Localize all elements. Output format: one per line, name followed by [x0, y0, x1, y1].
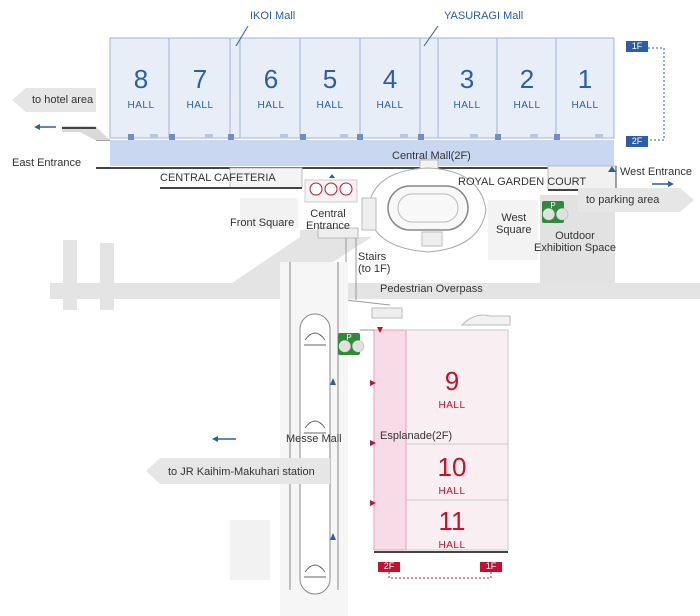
floor-tag-2f: 2F: [631, 136, 643, 146]
central-mall-label: Central Mall(2F): [392, 150, 471, 162]
central-cafeteria-label: CENTRAL CAFETERIA: [160, 172, 276, 184]
hall-2[interactable]: 2 HALL: [513, 64, 541, 111]
esplanade-label: Esplanade(2F): [380, 430, 453, 442]
hall-1[interactable]: 1 HALL: [571, 64, 599, 111]
floor-tag-1f: 1F: [631, 41, 643, 51]
hall-10[interactable]: 10 HALL: [437, 452, 467, 497]
hotel-direction-arrow: [12, 88, 96, 112]
west-square-label: West Square: [496, 212, 532, 237]
west-entrance-label: West Entrance: [620, 166, 692, 178]
outdoor-exhibition-label: Outdoor Exhibition Space: [534, 230, 616, 255]
hall-8[interactable]: 8 HALL: [127, 64, 155, 111]
central-mall-bar: [110, 140, 614, 166]
hall-5[interactable]: 5 HALL: [316, 64, 344, 111]
yasuragi-mall-label: YASURAGI Mall: [444, 10, 524, 22]
arrow-right-icon: [652, 181, 674, 187]
east-entrance-label: East Entrance: [12, 157, 82, 169]
messe-mall-path: [230, 262, 348, 616]
bicycle-parking-icon: P⚪⚪: [338, 333, 366, 355]
pedestrian-overpass: [317, 227, 511, 326]
hall-4[interactable]: 4 HALL: [376, 64, 404, 111]
south-halls-block: [360, 327, 509, 553]
hall-9[interactable]: 9 HALL: [438, 366, 466, 411]
hall-7[interactable]: 7 HALL: [186, 64, 214, 111]
pedestrian-overpass-label: Pedestrian Overpass: [380, 283, 483, 295]
floor-tag-1f-south: 1F: [485, 561, 497, 571]
to-station-label: to JR Kaihim-Makuhari station: [168, 466, 315, 478]
arena-structure: [361, 159, 487, 253]
front-square-label: Front Square: [230, 217, 295, 229]
hall-3[interactable]: 3 HALL: [453, 64, 481, 111]
messe-mall-label: Messe Mall: [286, 433, 342, 445]
to-parking-label: to parking area: [586, 194, 660, 206]
central-entrance-structure: [304, 174, 358, 203]
hall-6[interactable]: 6 HALL: [257, 64, 285, 111]
stairs-label: Stairs (to 1F): [358, 251, 391, 276]
floor-tag-2f-south: 2F: [383, 561, 395, 571]
bicycle-parking-icon: P⚪⚪: [542, 201, 570, 223]
station-direction-arrow: [146, 458, 330, 484]
to-hotel-label: to hotel area: [32, 94, 94, 106]
roads: [50, 230, 700, 310]
arrow-left-icon: [34, 124, 56, 130]
arrow-left-icon: [212, 436, 236, 442]
north-halls-block: [109, 37, 615, 140]
central-entrance-label: Central Entrance: [306, 208, 351, 233]
hall-11[interactable]: 11 HALL: [438, 506, 466, 551]
ikoi-mall-label: IKOI Mall: [250, 10, 296, 22]
royal-garden-court-label: ROYAL GARDEN COURT: [458, 176, 587, 188]
parking-direction-arrow: [578, 188, 694, 212]
